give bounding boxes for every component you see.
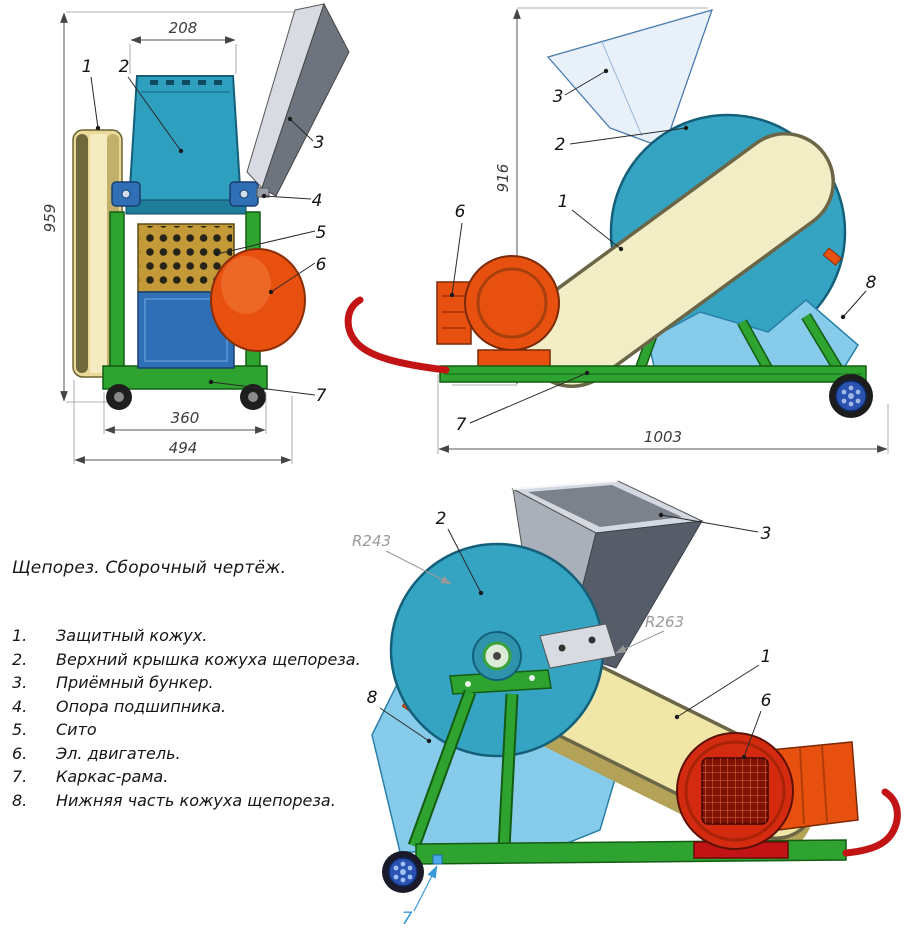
front-callout-5: 5	[316, 223, 327, 243]
side-callout-6: 6	[455, 202, 466, 222]
side-callout-2: 2	[555, 135, 566, 155]
front-dim-inner-width-label: 360	[171, 409, 200, 427]
front-dim-outer-width-label: 494	[169, 439, 198, 457]
front-dim-top-width: 208	[129, 19, 237, 74]
parts-list: Щепорез. Сборочный чертёж. 1. Защитный к…	[12, 558, 364, 812]
part-number: 8.	[12, 790, 28, 810]
part-label: Эл. двигатель.	[56, 743, 181, 763]
part-number: 5.	[12, 720, 28, 739]
side-callout-1: 1	[558, 192, 569, 212]
side-frame	[439, 365, 867, 383]
iso-callout-8: 8	[367, 688, 378, 708]
iso-callout-1: 1	[761, 647, 772, 667]
side-callout-3: 3	[553, 87, 564, 107]
part-row-6: 6. Эл. двигатель.	[12, 742, 364, 766]
part-number: 4.	[12, 696, 28, 716]
side-dim-length-label: 1003	[644, 428, 682, 446]
part-number: 2.	[12, 649, 28, 669]
part-number: 7.	[12, 767, 28, 786]
part-number: 1.	[12, 626, 28, 645]
part-label: Защитный кожух.	[56, 626, 208, 645]
side-dim-length: 1003	[437, 374, 889, 454]
drawing-title: Щепорез. Сборочный чертёж.	[12, 558, 287, 578]
iso-motor	[676, 732, 859, 859]
part-row-2: 2. Верхний крышка кожуха щепореза.	[12, 648, 364, 672]
part-label: Приёмный бункер.	[56, 673, 214, 692]
part-label: Сито	[56, 720, 97, 739]
side-motor	[436, 255, 560, 369]
front-dim-inner-width: 360	[103, 392, 267, 434]
side-callout-8: 8	[866, 273, 877, 293]
part-label: Верхний крышка кожуха щепореза.	[56, 649, 361, 669]
part-row-8: 8. Нижняя часть кожуха щепореза.	[12, 789, 364, 813]
front-callout-6: 6	[316, 255, 327, 275]
front-hopper	[246, 2, 350, 197]
front-dim-outer-width: 494	[73, 380, 293, 464]
front-motor	[210, 248, 306, 352]
side-wheel	[829, 374, 873, 418]
part-label: Опора подшипника.	[56, 696, 227, 716]
front-callout-3: 3	[314, 133, 325, 153]
iso-callout-7: 7	[402, 909, 413, 929]
part-row-3: 3. Приёмный бункер.	[12, 671, 364, 695]
front-wheels	[106, 384, 266, 410]
part-number: 3.	[12, 673, 28, 692]
iso-callout-3: 3	[761, 524, 772, 544]
iso-radius-labels: R243 R263	[352, 532, 684, 654]
side-callout-7: 7	[456, 415, 467, 435]
front-dim-height-label: 959	[41, 204, 59, 233]
part-row-1: 1. Защитный кожух.	[12, 624, 364, 648]
front-upper-casing	[125, 75, 247, 215]
front-callout-7: 7	[316, 386, 327, 406]
side-handle	[344, 296, 450, 374]
front-callout-1: 1	[82, 57, 93, 77]
front-callouts: 1 2 3 4 5 6 7	[82, 57, 327, 406]
side-dim-height-label: 916	[494, 164, 512, 193]
part-row-5: 5. Сито	[12, 718, 364, 742]
side-belt-cover	[522, 132, 835, 388]
iso-bearing-support	[449, 623, 617, 695]
front-bearing-supports	[111, 181, 270, 207]
side-view: 916	[344, 7, 889, 454]
front-callout-4: 4	[312, 191, 323, 211]
iso-handle	[842, 788, 901, 857]
part-number: 6.	[12, 743, 28, 763]
front-callout-2: 2	[119, 57, 130, 77]
front-dim-top-width-label: 208	[169, 19, 198, 37]
front-view: 959 208	[41, 2, 350, 464]
iso-radius-r263: R263	[645, 613, 684, 631]
part-row-7: 7. Каркас-рама.	[12, 765, 364, 789]
front-dim-height: 959	[41, 11, 298, 403]
iso-callouts: 2 3 1 6 8 7	[367, 509, 772, 929]
iso-radius-r243: R243	[352, 532, 391, 550]
side-callouts: 3 2 1 6 8 7	[449, 68, 877, 435]
parts-list-items: 1. Защитный кожух. 2. Верхний крышка кож…	[12, 624, 364, 812]
iso-callout-2: 2	[436, 509, 447, 529]
part-label: Нижняя часть кожуха щепореза.	[56, 790, 336, 810]
iso-wheel	[382, 851, 424, 893]
part-label: Каркас-рама.	[56, 767, 169, 786]
iso-view: R243 R263 2 3 1 6 8 7	[352, 480, 901, 929]
iso-callout-6: 6	[761, 691, 772, 711]
iso-frame-legs	[407, 689, 519, 849]
part-row-4: 4. Опора подшипника.	[12, 695, 364, 719]
